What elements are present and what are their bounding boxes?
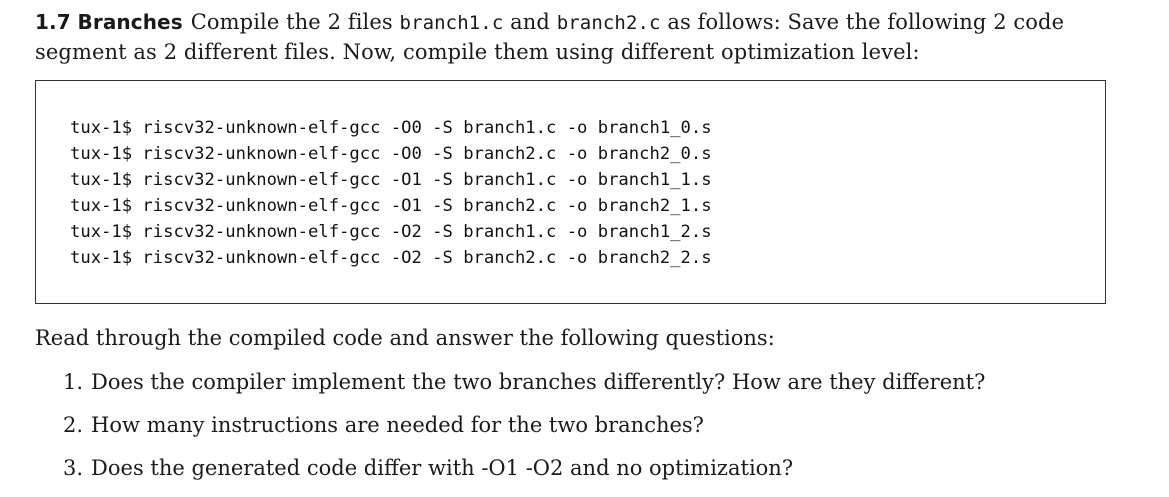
question-number: 2. — [63, 413, 84, 437]
intro-text-2: as follows: Save the following 2 code se… — [35, 10, 1065, 64]
question-item: 3. Does the generated code differ with -O… — [63, 454, 985, 497]
intro-and: and — [503, 10, 557, 34]
question-text: Does the compiler implement the two bran… — [91, 370, 986, 394]
filename-branch2: branch2.c — [556, 12, 661, 34]
question-item: 2. How many instructions are needed for t… — [63, 411, 985, 454]
code-line: tux-1$ riscv32-unknown-elf-gcc -O0 -S br… — [70, 144, 712, 164]
question-number: 1. — [63, 370, 84, 394]
filename-branch1: branch1.c — [399, 12, 504, 34]
code-lines: tux-1$ riscv32-unknown-elf-gcc -O0 -S br… — [70, 115, 712, 271]
code-line: tux-1$ riscv32-unknown-elf-gcc -O1 -S br… — [70, 170, 712, 190]
section-number: 1.7 — [35, 10, 71, 34]
code-line: tux-1$ riscv32-unknown-elf-gcc -O2 -S br… — [70, 222, 712, 242]
intro-text-1: Compile the 2 files — [190, 10, 400, 34]
question-item: 1. Does the compiler implement the two br… — [63, 368, 985, 411]
question-text: Does the generated code differ with -O1 … — [91, 456, 794, 480]
code-block: tux-1$ riscv32-unknown-elf-gcc -O0 -S br… — [35, 80, 1106, 304]
question-text: How many instructions are needed for the… — [91, 413, 704, 437]
document-page: 1.7 Branches Compile the 2 files branch1.… — [35, 8, 1110, 480]
section-intro: 1.7 Branches Compile the 2 files branch1.… — [35, 8, 1110, 67]
question-list: 1. Does the compiler implement the two br… — [63, 368, 985, 497]
questions-intro: Read through the compiled code and answe… — [35, 326, 775, 350]
code-line: tux-1$ riscv32-unknown-elf-gcc -O2 -S br… — [70, 248, 712, 268]
section-title: Branches — [77, 10, 183, 34]
code-line: tux-1$ riscv32-unknown-elf-gcc -O0 -S br… — [70, 118, 712, 138]
question-number: 3. — [63, 456, 84, 480]
code-line: tux-1$ riscv32-unknown-elf-gcc -O1 -S br… — [70, 196, 712, 216]
